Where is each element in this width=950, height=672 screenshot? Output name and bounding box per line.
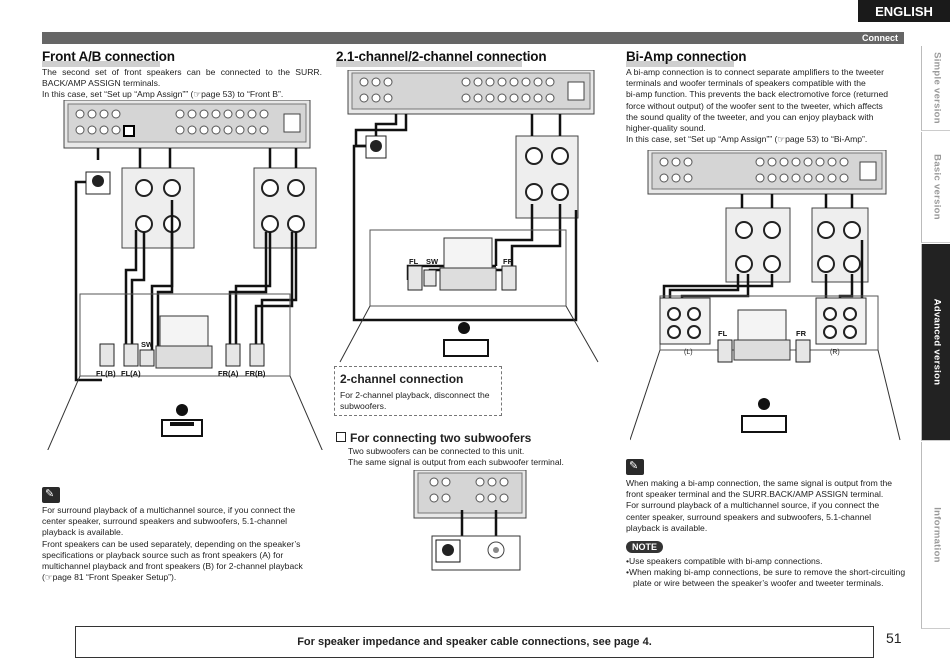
two-channel-box: 2-channel connection For 2-channel playb… bbox=[334, 366, 502, 416]
note-badge: NOTE bbox=[626, 541, 664, 553]
label-r: (R) bbox=[830, 349, 840, 356]
label-fr: FR bbox=[796, 329, 806, 338]
section-label: Connect bbox=[862, 33, 898, 43]
label-sw: SW bbox=[426, 257, 439, 266]
col3-note: When making a bi-amp connection, the sam… bbox=[626, 478, 893, 533]
two-channel-title: 2-channel connection bbox=[340, 372, 464, 386]
two-subwoofers-diagram bbox=[413, 470, 527, 571]
tab-simple-version[interactable]: Simple version bbox=[921, 46, 950, 131]
label-l: (L) bbox=[684, 349, 693, 356]
label-fr-a: FR(A) bbox=[218, 369, 239, 378]
subwoofers-text: Two subwoofers can be connected to this … bbox=[348, 446, 564, 468]
label-fl: FL bbox=[718, 329, 728, 338]
col1-title: Front A/B connection bbox=[42, 49, 175, 67]
label-fl: FL bbox=[409, 257, 419, 266]
col1-intro: The second set of front speakers can be … bbox=[42, 67, 322, 100]
tab-advanced-version[interactable]: Advanced version bbox=[921, 244, 950, 441]
note-icon bbox=[42, 487, 60, 503]
tab-basic-version[interactable]: Basic version bbox=[921, 132, 950, 243]
tab-information[interactable]: Information bbox=[921, 442, 950, 629]
front-ab-diagram bbox=[47, 100, 323, 450]
col2-title: 2.1-channel/2-channel connection bbox=[336, 49, 547, 67]
label-fl-b: FL(B) bbox=[96, 369, 116, 378]
label-fl-a: FL(A) bbox=[121, 369, 141, 378]
label-sw: SW bbox=[141, 340, 154, 349]
col1-note: For surround playback of a multichannel … bbox=[42, 505, 303, 583]
bi-amp-diagram bbox=[630, 150, 901, 441]
note-item: •Use speakers compatible with bi-amp con… bbox=[626, 556, 823, 566]
tab-label: Basic version bbox=[931, 154, 942, 220]
page-number: 51 bbox=[886, 630, 902, 646]
col3-note-list: •Use speakers compatible with bi-amp con… bbox=[626, 556, 906, 590]
subwoofers-title: For connecting two subwoofers bbox=[336, 431, 531, 445]
checkbox-icon bbox=[336, 432, 346, 442]
col3-intro: A bi-amp connection is to connect separa… bbox=[626, 67, 889, 145]
tab-label: Simple version bbox=[931, 52, 942, 124]
section-bar: Connect bbox=[42, 32, 904, 44]
label-fr-b: FR(B) bbox=[245, 369, 266, 378]
channel-2-1-diagram bbox=[339, 70, 599, 363]
tab-label: Advanced version bbox=[931, 298, 942, 386]
note-item: •When making bi-amp connections, be sure… bbox=[626, 567, 906, 589]
note-icon bbox=[626, 459, 644, 475]
col3-title: Bi-Amp connection bbox=[626, 49, 747, 67]
tab-label: Information bbox=[931, 507, 942, 563]
footer-note: For speaker impedance and speaker cable … bbox=[75, 626, 874, 658]
language-tab: ENGLISH bbox=[858, 0, 950, 22]
label-fr: FR bbox=[503, 257, 513, 266]
